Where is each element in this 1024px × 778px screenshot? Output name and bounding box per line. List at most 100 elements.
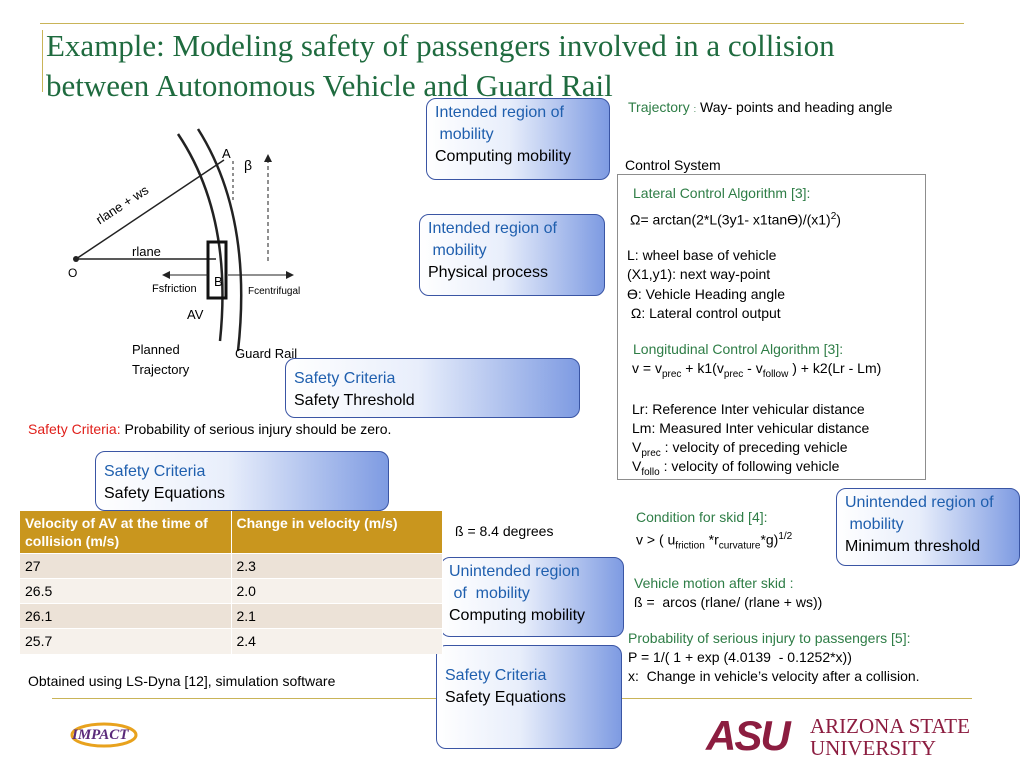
table-cell: 2.1 [231, 603, 443, 629]
trajectory-label: Trajectory [628, 99, 690, 115]
label-fsfriction: Fsfriction [152, 283, 197, 295]
bubble-line: Computing mobility [435, 148, 572, 165]
bubble-line: Safety Criteria [104, 463, 206, 480]
label-b: B [214, 274, 223, 289]
probability-title: Probability of serious injury to passeng… [628, 630, 911, 646]
def-vprec: Vprec : velocity of preceding vehicle [632, 438, 848, 463]
def-lm: Lm: Measured Inter vehicular distance [632, 420, 870, 436]
title-left-bar [42, 30, 43, 92]
bubble-line: Unintended region [449, 563, 580, 580]
bubble-line: Unintended region of [845, 494, 994, 511]
eq-sub: friction [675, 540, 705, 552]
def-xy: (X1,y1): next way-point [627, 266, 771, 282]
table-cell: 25.7 [20, 628, 232, 654]
label-guard-rail: Guard Rail [235, 346, 298, 361]
bubble-line: of mobility [449, 585, 530, 602]
bubble-unintended-computing: Unintended region of mobility Computing … [440, 557, 624, 637]
bubble-line: mobility [428, 242, 487, 259]
skid-title: Condition for skid [4]: [636, 509, 768, 525]
eq-sub: curvature [718, 540, 761, 552]
bubble-line: Safety Equations [104, 485, 225, 502]
asu-mark: ASU [706, 712, 791, 759]
eq-part: v > ( u [636, 531, 676, 548]
asu-line2: UNIVERSITY [810, 736, 936, 760]
table-cell: 2.4 [231, 628, 443, 654]
label-trajectory-diagram: Trajectory [132, 362, 190, 377]
eq-sub: follow [762, 368, 789, 380]
bubble-line: mobility [435, 126, 494, 143]
control-system-heading: Control System [625, 157, 721, 173]
beta-value: ß = 8.4 degrees [455, 523, 554, 539]
eq-sub: prec [661, 368, 682, 380]
control-system-box [617, 174, 926, 480]
bubble-line: mobility [845, 516, 904, 533]
asu-line1: ARIZONA STATE [810, 714, 970, 738]
bubble-line: Safety Equations [445, 689, 566, 706]
bubble-line: Safety Criteria [294, 370, 396, 387]
table-header: Velocity of AV at the time of collision … [20, 511, 232, 554]
table-cell: 27 [20, 553, 232, 579]
def-sub: prec [641, 447, 661, 459]
def-vfollo: Vfollo : velocity of following vehicle [632, 457, 839, 482]
def-part: : velocity of following vehicle [659, 458, 840, 474]
bubble-line: Intended region of [428, 220, 557, 237]
obtained-note: Obtained using LS-Dyna [12], simulation … [28, 673, 336, 689]
skid-equation: v > ( ufriction *rcurvature*g)1/2 [636, 527, 792, 555]
top-rule [40, 23, 964, 24]
bubble-safety-equations-top: Safety Criteria Safety Equations [95, 451, 389, 511]
trajectory-line: Trajectory : Way- points and heading ang… [628, 98, 893, 119]
def-lr: Lr: Reference Inter vehicular distance [632, 401, 865, 417]
eq-part: ) + k2(Lr - Lm) [788, 360, 882, 376]
def-part: V [632, 439, 642, 455]
def-l: L: wheel base of vehicle [627, 247, 777, 263]
table-cell: 26.1 [20, 603, 232, 629]
eq-part: + k1(v [681, 360, 724, 376]
bubble-line: Safety Threshold [294, 392, 415, 409]
def-part: V [632, 458, 642, 474]
bubble-line: Physical process [428, 264, 549, 281]
long-title: Longitudinal Control Algorithm [3]: [633, 341, 844, 357]
motion-title: Vehicle motion after skid : [634, 575, 794, 591]
lateral-eq-sup: 2 [830, 211, 837, 222]
safety-statement-label: Safety Criteria: [28, 421, 121, 437]
label-planned: Planned [132, 342, 180, 357]
table-cell: 2.0 [231, 578, 443, 604]
trajectory-colon: : [693, 104, 697, 114]
bubble-intended-physical: Intended region of mobility Physical pro… [419, 214, 605, 296]
table-cell: 26.5 [20, 578, 232, 604]
eq-part: v = v [632, 360, 662, 376]
bubble-line: Intended region of [435, 104, 564, 121]
trajectory-text: Way- points and heading angle [700, 99, 893, 115]
label-o: O [68, 266, 78, 280]
label-a: A [222, 146, 231, 161]
eq-sup: 1/2 [778, 531, 793, 542]
motion-equation: ß = arcos (rlane/ (rlane + ws)) [634, 594, 823, 610]
lateral-title: Lateral Control Algorithm [3]: [633, 185, 811, 201]
def-theta: ϴ: Vehicle Heading angle [627, 286, 785, 302]
eq-part: *g) [760, 531, 779, 548]
table-header: Change in velocity (m/s) [231, 511, 443, 554]
safety-statement: Safety Criteria: Probability of serious … [28, 420, 391, 439]
bubble-safety-threshold: Safety Criteria Safety Threshold [285, 358, 580, 418]
label-fcentrifugal: Fcentrifugal [248, 286, 301, 297]
def-part: : velocity of preceding vehicle [660, 439, 848, 455]
bubble-line: Minimum threshold [845, 538, 981, 555]
velocity-table: Velocity of AV at the time of collision … [20, 511, 443, 654]
impact-logo-text: IMPACT [72, 727, 129, 743]
eq-sub: prec [723, 368, 744, 380]
impact-logo: IMPACT [66, 716, 140, 756]
bubble-unintended-minimum: Unintended region of mobility Minimum th… [836, 488, 1020, 566]
label-beta: β [244, 157, 253, 173]
bubble-intended-computing: Intended region of mobility Computing mo… [426, 98, 610, 180]
table-cell: 2.3 [231, 553, 443, 579]
lateral-equation: Ω= arctan(2*L(3y1- x1tanϴ)/(x1)2) [630, 207, 841, 230]
lateral-eq-text: Ω= arctan(2*L(3y1- x1tanϴ)/(x1) [630, 211, 831, 228]
label-av: AV [187, 307, 204, 322]
eq-part: *r [704, 531, 719, 548]
probability-equation: P = 1/( 1 + exp (4.0139 - 0.1252*x)) [628, 649, 852, 665]
def-omega: Ω: Lateral control output [627, 305, 781, 321]
slide-title: Example: Modeling safety of passengers i… [46, 28, 835, 103]
